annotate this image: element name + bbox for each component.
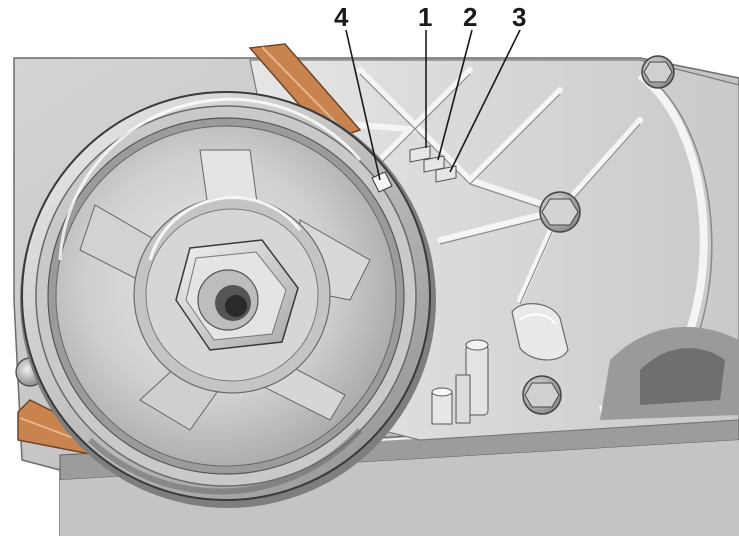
bolt-lower: [522, 375, 562, 415]
crankshaft-pulley: [20, 91, 436, 508]
callout-label-3: 3: [512, 2, 526, 32]
callout-label-1: 1: [418, 2, 432, 32]
leader-line-4: [345, 29, 381, 181]
pulley-nut: [175, 239, 299, 351]
boss-group-right: [431, 339, 489, 425]
callout-label-4: 4: [334, 2, 349, 32]
bolt-middle: [539, 191, 581, 233]
callout-labels: 1 2 3 4: [334, 2, 526, 32]
leader-line-3: [449, 29, 521, 173]
leader-lines: [345, 29, 521, 181]
leader-line-2: [437, 29, 473, 161]
callout-label-2: 2: [463, 2, 477, 32]
timing-mark-notch: [371, 171, 393, 193]
bolt-top-right: [641, 55, 675, 89]
